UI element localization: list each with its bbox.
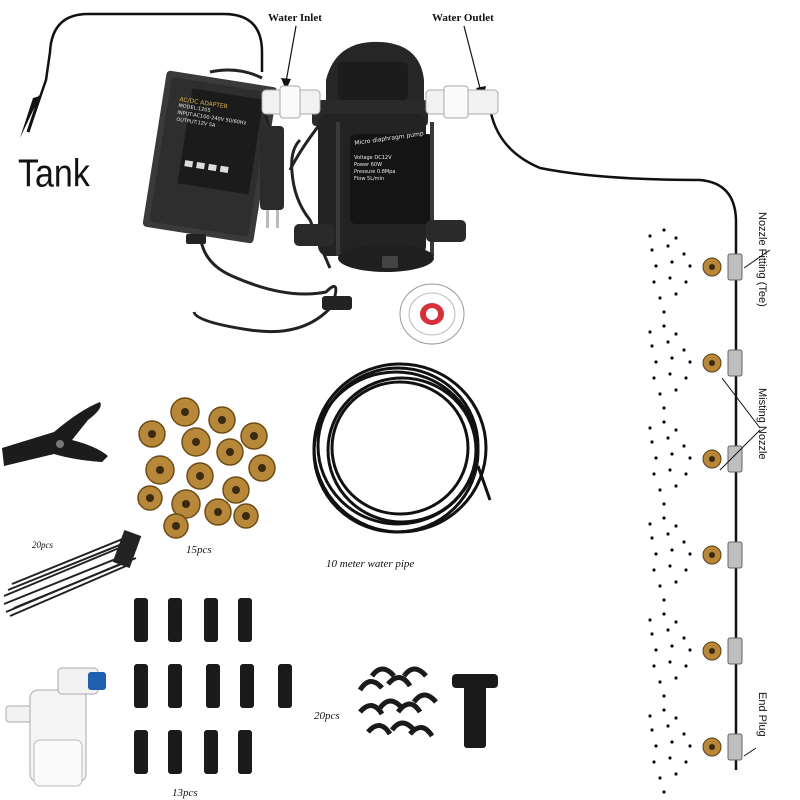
pump-flow: 5L/min: [367, 176, 385, 182]
pump-voltage-label: Voltage: [354, 155, 373, 161]
outlet-fitting: [425, 85, 499, 119]
cable-ties: [3, 529, 142, 617]
brass-nozzles: [137, 397, 276, 539]
coiled-pipe: [312, 362, 492, 534]
pipe-clips: [357, 666, 438, 738]
pump-flow-label: Flow: [354, 176, 366, 182]
clips-qty-label: 20pcs: [314, 710, 340, 722]
pump-voltage: DC12V: [374, 155, 392, 161]
mist-spray: [648, 228, 692, 794]
pump-pressure: 0.8Mpa: [376, 169, 396, 175]
pipe-label: 10 meter water pipe: [326, 558, 415, 570]
pump-power-label: Power: [354, 162, 370, 168]
tank-label: Tank: [18, 152, 90, 196]
pipe-cutter: [2, 402, 108, 466]
inlet-pointer-arrowhead-icon: [281, 78, 291, 90]
power-adapter: [142, 68, 352, 334]
pipe-connectors: [134, 598, 292, 774]
cable-ties-qty-label: 20pcs: [32, 540, 53, 550]
nozzle-fittings: [702, 253, 743, 761]
diaphragm-pump: [290, 41, 466, 272]
water-outlet-label: Water Outlet: [432, 12, 494, 24]
connectors-qty-label: 13pcs: [172, 787, 198, 799]
teflon-tape: [399, 283, 465, 345]
pump-pressure-label: Pressure: [354, 169, 376, 175]
tank-hose: [26, 12, 264, 133]
nozzle-leader-1: [721, 377, 761, 429]
nozzles-qty-label: 15pcs: [186, 544, 212, 556]
nozzle-leader-2: [719, 429, 761, 471]
endplug-leader: [743, 747, 757, 757]
outlet-pointer: [463, 25, 482, 93]
pump-label: Micro diaphragm pump Voltage DC12V Power…: [354, 130, 432, 183]
end-plug-piece: [452, 674, 498, 748]
nozzle-fitting-label: Nozzle Fitting (Tee): [756, 212, 768, 307]
outlet-pipe: [488, 107, 738, 770]
tee-leader: [743, 249, 771, 269]
inlet-pointer: [285, 25, 297, 83]
pump-power: 60W: [370, 162, 383, 168]
end-plug-label: End Plug: [756, 692, 768, 737]
tank-arrow-shaft: [26, 95, 42, 133]
power-plug: [260, 97, 322, 228]
water-inlet-label: Water Inlet: [268, 12, 322, 24]
misting-nozzle-label: Misting Nozzle: [756, 388, 768, 460]
water-filter: [5, 667, 106, 787]
inlet-fitting: [261, 85, 321, 119]
